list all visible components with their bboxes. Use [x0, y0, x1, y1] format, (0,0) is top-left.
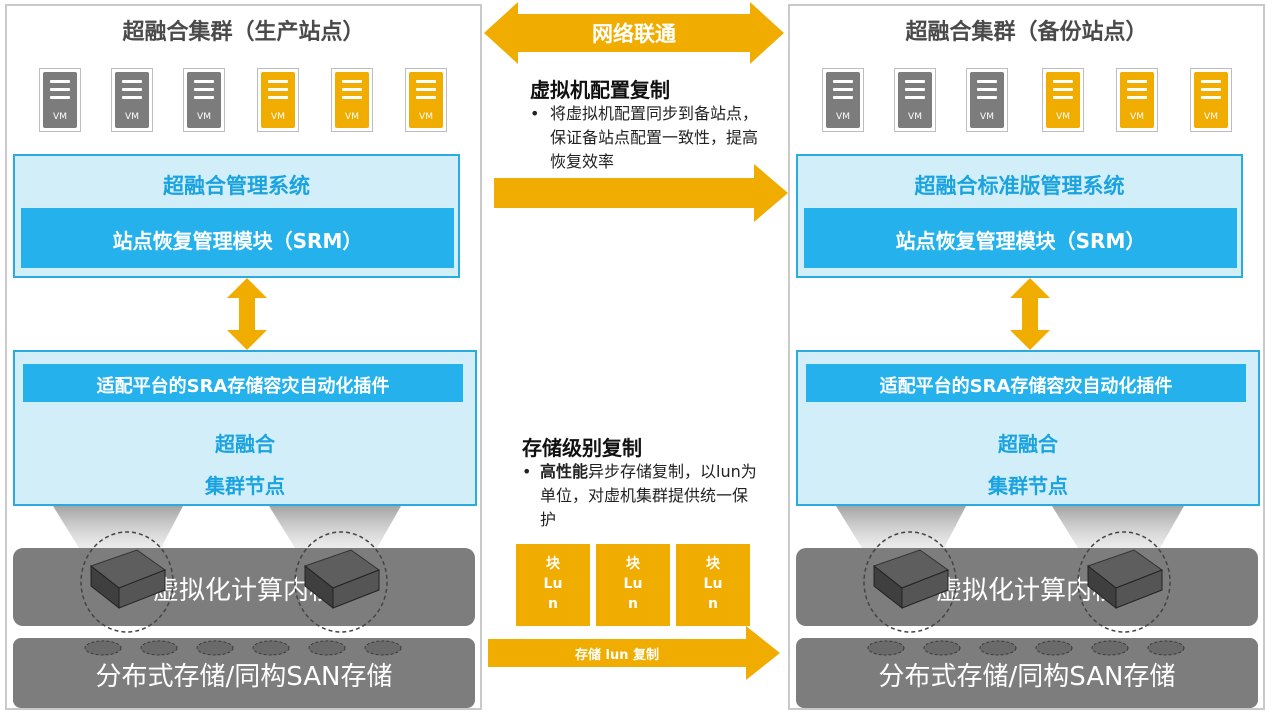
storage-replication-text: 高性能异步存储复制，以lun为单位，对虚机集群提供统一保护 — [540, 460, 760, 532]
vm-label: VM — [197, 112, 211, 122]
management-system-box: 超融合标准版管理系统 站点恢复管理模块（SRM） — [796, 154, 1243, 278]
disk-icons — [84, 640, 402, 656]
bidirectional-arrow-icon — [1010, 278, 1050, 350]
vm-label: VM — [980, 112, 994, 122]
server-icon — [294, 531, 388, 633]
network-arrow-icon — [484, 2, 784, 64]
server-projection-graphic — [53, 506, 401, 548]
vm-icon: VM — [966, 68, 1008, 132]
server-icon — [863, 531, 957, 633]
disk-icons — [867, 640, 1185, 656]
storage-replication-rest: 异步存储复制，以lun为单位，对虚机集群提供统一保护 — [540, 462, 757, 529]
vm-icon: VM — [1042, 68, 1084, 132]
bullet-dot: • — [522, 462, 532, 481]
storage-bar: 分布式存储/同构SAN存储 — [796, 638, 1258, 708]
server-projection-graphic — [836, 506, 1184, 548]
cluster-node-box: 适配平台的SRA存储容灾自动化插件 超融合 集群节点 — [13, 350, 477, 506]
vm-label: VM — [53, 112, 67, 122]
vm-label: VM — [836, 112, 850, 122]
node-label-line2: 集群节点 — [988, 474, 1068, 498]
vm-label: VM — [419, 112, 433, 122]
vm-icon: VM — [405, 68, 447, 132]
vm-label: VM — [1056, 112, 1070, 122]
storage-replication-highlight: 高性能 — [540, 462, 589, 481]
vm-icon: VM — [183, 68, 225, 132]
srm-module: 站点恢复管理模块（SRM） — [804, 208, 1237, 268]
storage-bar: 分布式存储/同构SAN存储 — [13, 638, 475, 708]
sra-plugin: 适配平台的SRA存储容灾自动化插件 — [806, 364, 1246, 402]
site-title: 超融合集群（生产站点） — [122, 20, 365, 45]
sra-plugin: 适配平台的SRA存储容灾自动化插件 — [23, 364, 463, 402]
bullet-dot: • — [530, 104, 540, 123]
node-label-line1: 超融合 — [998, 432, 1058, 456]
srm-label: 站点恢复管理模块（SRM） — [112, 229, 363, 253]
right-arrow-icon — [494, 164, 788, 222]
vm-replication-title: 虚拟机配置复制 — [530, 78, 670, 102]
management-system-title: 超融合管理系统 — [163, 174, 310, 198]
node-label-line1: 超融合 — [215, 432, 275, 456]
vm-icon: VM — [331, 68, 373, 132]
vm-label: VM — [345, 112, 359, 122]
storage-label: 分布式存储/同构SAN存储 — [878, 662, 1176, 692]
storage-replication-arrow-icon — [488, 626, 780, 680]
storage-label: 分布式存储/同构SAN存储 — [95, 662, 393, 692]
network-label: 网络联通 — [592, 22, 676, 46]
node-label-line2: 集群节点 — [205, 474, 285, 498]
sra-label: 适配平台的SRA存储容灾自动化插件 — [879, 376, 1173, 397]
vm-icon: VM — [894, 68, 936, 132]
vm-label: VM — [1130, 112, 1144, 122]
vm-icon: VM — [1116, 68, 1158, 132]
virtualization-kernel-bar: 虚拟化计算内核 — [13, 548, 475, 626]
vm-label: VM — [908, 112, 922, 122]
bidirectional-arrow-icon — [227, 278, 267, 350]
storage-replication-title: 存储级别复制 — [522, 436, 642, 460]
cluster-node-box: 适配平台的SRA存储容灾自动化插件 超融合 集群节点 — [796, 350, 1260, 506]
srm-module: 站点恢复管理模块（SRM） — [21, 208, 454, 268]
management-system-title: 超融合标准版管理系统 — [914, 174, 1125, 198]
vm-label: VM — [1204, 112, 1218, 122]
vm-replication-text: 将虚拟机配置同步到备站点，保证备站点配置一致性，提高恢复效率 — [550, 104, 759, 171]
server-icon — [80, 531, 174, 633]
production-site-panel: 超融合集群（生产站点） VM VM VM VM VM VM 超融合管理系统 站点… — [5, 4, 482, 710]
backup-site-panel: 超融合集群（备份站点） VM VM VM VM VM VM 超融合标准版管理系统… — [788, 4, 1265, 710]
site-title: 超融合集群（备份站点） — [905, 20, 1148, 45]
vm-label: VM — [125, 112, 139, 122]
storage-replication-arrow-label: 存储 lun 复制 — [574, 648, 660, 663]
management-system-box: 超融合管理系统 站点恢复管理模块（SRM） — [13, 154, 460, 278]
vm-label: VM — [271, 112, 285, 122]
vm-icon: VM — [257, 68, 299, 132]
srm-label: 站点恢复管理模块（SRM） — [895, 229, 1146, 253]
vm-icon: VM — [39, 68, 81, 132]
server-icon — [1077, 531, 1171, 633]
vm-icon: VM — [111, 68, 153, 132]
vm-icon: VM — [1190, 68, 1232, 132]
virtualization-kernel-bar: 虚拟化计算内核 — [796, 548, 1258, 626]
sra-label: 适配平台的SRA存储容灾自动化插件 — [96, 376, 390, 397]
vm-icon: VM — [822, 68, 864, 132]
